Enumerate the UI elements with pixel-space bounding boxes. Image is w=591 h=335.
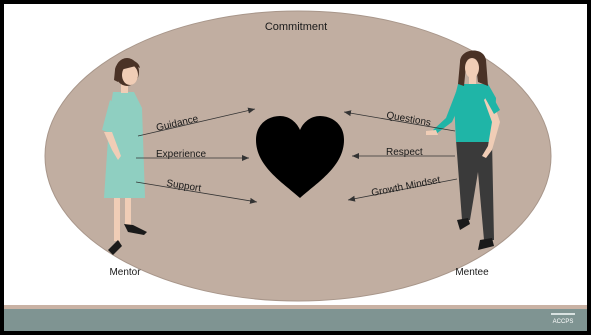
heart-icon [256, 116, 344, 198]
arrow-guidance [137, 107, 256, 137]
arrow-support [135, 181, 258, 204]
logo-text: ACCPS [553, 319, 574, 325]
footer-bar [4, 309, 587, 331]
mentor-label: Mentor [109, 267, 141, 278]
mentor-item-support: Support [166, 178, 203, 194]
mentee-label: Mentee [455, 267, 489, 278]
arrow-questions [343, 110, 456, 132]
mentor-figure [102, 58, 147, 255]
accps-logo: ACCPS [551, 313, 575, 325]
arrow-growth-mindset [347, 178, 458, 202]
logo-mark [551, 313, 575, 315]
footer-stripe [4, 305, 587, 309]
mentor-item-experience: Experience [156, 149, 206, 160]
diagram-title: Commitment [265, 21, 327, 33]
mentee-item-respect: Respect [386, 147, 423, 158]
mentee-figure [426, 50, 500, 250]
